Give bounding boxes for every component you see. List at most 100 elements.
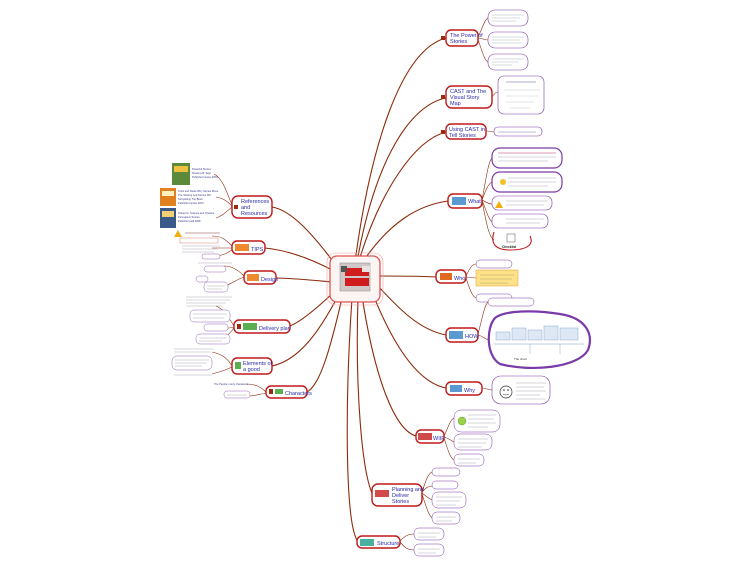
svg-text:Publisher Hall 2008: Publisher Hall 2008 <box>178 219 201 223</box>
tips-notes <box>174 230 221 260</box>
branch-power-of-stories[interactable]: The Power of Stories <box>441 29 483 47</box>
branch-delivery-plan[interactable]: Delivery plan <box>233 319 291 334</box>
svg-text:References: References <box>241 199 269 205</box>
power-notes <box>487 9 529 71</box>
svg-text:Stories: Stories <box>450 39 467 45</box>
connector-cast-visual <box>356 97 447 263</box>
connector-structure <box>346 297 358 541</box>
node-icon <box>450 385 462 392</box>
branch-planning[interactable]: Planning and Deliver Stories <box>371 483 424 507</box>
node-icon <box>440 273 452 280</box>
branch-characters[interactable]: Characters <box>265 385 312 399</box>
svg-text:Storytelling The Brain: Storytelling The Brain <box>178 197 203 201</box>
structure-notes <box>413 527 445 557</box>
svg-text:The chart: The chart <box>514 357 527 361</box>
svg-text:Structure: Structure <box>377 541 399 547</box>
branch-connectors <box>264 37 449 541</box>
central-topic[interactable] <box>326 252 384 306</box>
node-icon <box>452 197 466 205</box>
branch-using-cast[interactable]: Using CAST in Tell Stories <box>441 123 487 140</box>
how-chart-note: The chart <box>487 297 591 370</box>
svg-text:Who: Who <box>454 276 465 282</box>
branch-tips[interactable]: TIPS <box>231 240 266 255</box>
connector-power <box>354 37 447 263</box>
connector-how <box>377 285 447 336</box>
delivery-notes <box>186 296 232 345</box>
svg-text:Map: Map <box>450 101 461 107</box>
characters-notes: The People / story characters <box>214 382 251 399</box>
svg-text:HOW: HOW <box>465 334 479 340</box>
svg-text:TIPS: TIPS <box>251 247 264 253</box>
book-cover-image <box>160 188 176 206</box>
using-cast-note <box>493 126 543 137</box>
connector-characters <box>306 297 343 393</box>
svg-text:Publisher House 2010: Publisher House 2010 <box>178 201 204 205</box>
svg-text:The Sharing And Stories Mix: The Sharing And Stories Mix <box>178 193 212 197</box>
connector-who <box>379 275 437 278</box>
face-icon <box>499 385 513 399</box>
branch-elements-good-story[interactable]: Elements of a good <box>231 357 273 375</box>
warning-icon <box>174 230 182 237</box>
svg-text:Resources: Resources <box>241 211 268 217</box>
connector-what <box>359 200 449 267</box>
branch-cast-visual-story-map[interactable]: CAST and The Visual Story Map <box>441 85 493 109</box>
svg-text:WIIF: WIIF <box>433 436 445 442</box>
connector-delivery <box>289 291 335 327</box>
svg-text:Elements of: Elements of <box>243 361 273 367</box>
branch-why[interactable]: Why <box>445 381 483 396</box>
svg-text:What: What <box>468 199 481 205</box>
svg-text:and: and <box>241 205 250 211</box>
design-notes <box>195 262 232 293</box>
visual-story-map-thumbnail <box>497 75 545 115</box>
connector-wiif <box>361 295 417 437</box>
svg-text:Rowena B. Tepp: Rowena B. Tepp <box>192 171 212 175</box>
branch-how[interactable]: HOW <box>445 327 479 343</box>
node-icon <box>247 274 259 281</box>
node-icon <box>375 490 389 497</box>
wiif-notes <box>453 409 501 467</box>
connector-planning <box>356 297 373 494</box>
branch-who[interactable]: Who <box>435 269 467 284</box>
branch-references[interactable]: References and Resources <box>231 195 273 219</box>
svg-text:CAST and The: CAST and The <box>450 89 486 95</box>
node-icon <box>441 36 445 40</box>
node-icon <box>418 433 432 440</box>
svg-text:The People / story characters: The People / story characters <box>214 382 249 386</box>
connector-design <box>275 277 333 283</box>
svg-text:Planning and: Planning and <box>392 487 424 493</box>
why-note <box>491 375 551 405</box>
svg-text:Persuasive Stories: Persuasive Stories <box>178 215 200 219</box>
svg-text:Powerful Stories: Powerful Stories <box>192 167 212 171</box>
what-notes: Checklist <box>491 147 563 251</box>
svg-text:Influence: Science and Practic: Influence: Science and Practice <box>178 211 215 215</box>
node-icon <box>243 323 257 330</box>
who-notes <box>475 259 519 303</box>
branch-structure[interactable]: Structure <box>356 535 401 549</box>
node-icon <box>360 539 374 546</box>
svg-text:Tell Stories: Tell Stories <box>449 133 476 139</box>
svg-text:Checklist: Checklist <box>502 245 517 249</box>
svg-text:Using CAST in: Using CAST in <box>449 127 485 133</box>
svg-text:Tools and Rules Why Stories Mo: Tools and Rules Why Stories Move <box>178 189 219 193</box>
connector-elements <box>271 295 339 367</box>
node-icon <box>269 389 273 394</box>
svg-text:Publisher House 2009: Publisher House 2009 <box>192 175 218 179</box>
connector-references <box>271 206 339 269</box>
node-icon <box>235 244 249 251</box>
svg-text:Why: Why <box>464 388 475 394</box>
storybook-icon <box>339 262 371 292</box>
branch-wiif[interactable]: WIIF <box>415 429 445 444</box>
svg-text:Visual Story: Visual Story <box>450 95 479 101</box>
svg-text:Stories: Stories <box>392 499 409 505</box>
branch-what[interactable]: What <box>447 193 483 209</box>
branch-design[interactable]: Design <box>243 270 278 285</box>
connector-using-cast <box>357 131 447 265</box>
svg-text:The Power of: The Power of <box>450 33 483 39</box>
connector-why <box>371 291 447 389</box>
node-icon <box>449 331 463 339</box>
planning-notes <box>431 467 467 525</box>
book-references: Powerful Stories Rowena B. Tepp Publishe… <box>160 163 219 228</box>
node-icon <box>441 95 445 99</box>
svg-text:Deliver: Deliver <box>392 493 409 499</box>
